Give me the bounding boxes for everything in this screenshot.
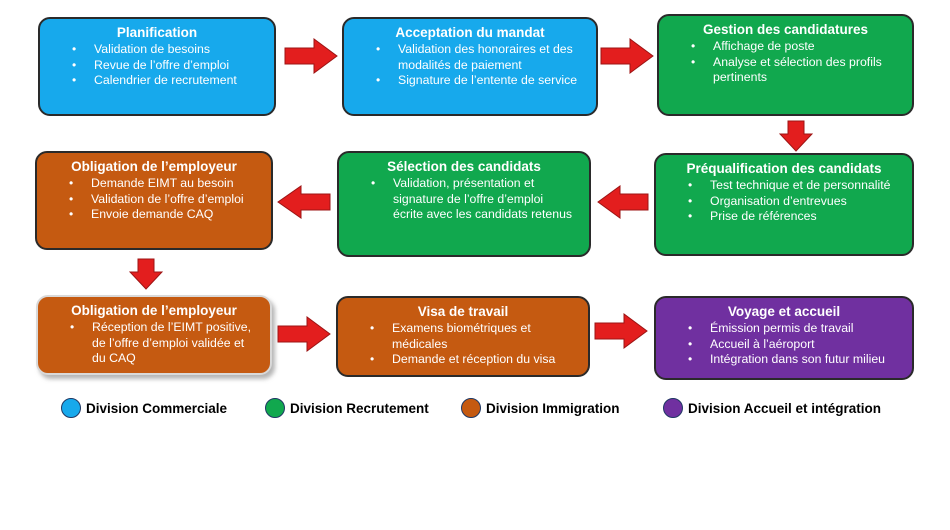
step-title: Gestion des candidatures — [702, 22, 869, 37]
step-item: Envoie demande CAQ — [69, 207, 257, 223]
step-list: Réception de l’EIMT positive, de l’offre… — [52, 320, 256, 367]
legend-item-immigration: Division Immigration — [461, 398, 620, 418]
legend-color-dot — [265, 398, 285, 418]
step-item: Test technique et de personnalité — [688, 178, 898, 194]
step-item: Examens biométriques et médicales — [370, 321, 574, 352]
step-title: Visa de travail — [417, 304, 509, 319]
step-item: Émission permis de travail — [688, 321, 898, 337]
arrow-right-icon — [277, 316, 331, 352]
step-title: Voyage et accueil — [727, 304, 841, 319]
step-gestion-candidatures: Gestion des candidatures Affichage de po… — [657, 14, 914, 116]
step-selection-candidats: Sélection des candidats Validation, prés… — [337, 151, 591, 257]
step-title: Obligation de l’employeur — [71, 159, 237, 174]
legend-item-recrutement: Division Recrutement — [265, 398, 429, 418]
legend-label: Division Immigration — [486, 400, 620, 416]
step-list: Validation, présentation et signature de… — [353, 176, 575, 223]
step-item: Demande et réception du visa — [370, 352, 574, 368]
legend-label: Division Accueil et intégration — [688, 400, 882, 416]
step-item: Validation des honoraires et des modalit… — [376, 42, 582, 73]
legend-item-accueil-integration: Division Accueil et intégration — [663, 398, 881, 418]
step-title: Obligation de l’employeur — [71, 303, 237, 318]
step-title: Sélection des candidats — [387, 159, 541, 174]
legend-label: Division Commerciale — [86, 400, 228, 416]
step-obligation-employeur-1: Obligation de l’employeur Demande EIMT a… — [35, 151, 273, 250]
step-item: Analyse et sélection des profils pertine… — [691, 55, 898, 86]
step-item: Validation, présentation et signature de… — [371, 176, 575, 223]
step-item: Réception de l’EIMT positive, de l’offre… — [70, 320, 256, 367]
step-list: Affichage de poste Analyse et sélection … — [673, 39, 898, 86]
step-list: Test technique et de personnalité Organi… — [670, 178, 898, 225]
step-voyage-accueil: Voyage et accueil Émission permis de tra… — [654, 296, 914, 380]
step-list: Émission permis de travail Accueil à l’a… — [670, 321, 898, 368]
step-title: Préqualification des candidats — [686, 161, 882, 176]
legend-color-dot — [663, 398, 683, 418]
step-acceptation-mandat: Acceptation du mandat Validation des hon… — [342, 17, 598, 116]
step-list: Demande EIMT au besoin Validation de l’o… — [51, 176, 257, 223]
step-prequalification-candidats: Préqualification des candidats Test tech… — [654, 153, 914, 256]
arrow-left-icon — [277, 185, 331, 219]
step-item: Affichage de poste — [691, 39, 898, 55]
step-list: Validation de besoins Revue de l’offre d… — [54, 42, 260, 89]
step-list: Examens biométriques et médicales Demand… — [352, 321, 574, 368]
step-item: Calendrier de recrutement — [72, 73, 260, 89]
arrow-right-icon — [600, 38, 654, 74]
legend-label: Division Recrutement — [290, 400, 429, 416]
step-planification: Planification Validation de besoins Revu… — [38, 17, 276, 116]
step-item: Validation de l’offre d’emploi — [69, 192, 257, 208]
legend: Division Commerciale Division Recrutemen… — [0, 398, 950, 422]
step-item: Organisation d’entrevues — [688, 194, 898, 210]
step-title: Planification — [116, 25, 198, 40]
step-item: Revue de l’offre d’emploi — [72, 58, 260, 74]
legend-color-dot — [61, 398, 81, 418]
arrow-right-icon — [284, 38, 338, 74]
arrow-left-icon — [597, 185, 649, 219]
step-item: Prise de références — [688, 209, 898, 225]
step-obligation-employeur-2: Obligation de l’employeur Réception de l… — [36, 295, 272, 375]
step-item: Intégration dans son futur milieu — [688, 352, 898, 368]
legend-item-commerciale: Division Commerciale — [61, 398, 227, 418]
legend-color-dot — [461, 398, 481, 418]
step-item: Validation de besoins — [72, 42, 260, 58]
step-item: Accueil à l’aéroport — [688, 337, 898, 353]
step-visa-travail: Visa de travail Examens biométriques et … — [336, 296, 590, 377]
step-item: Signature de l’entente de service — [376, 73, 582, 89]
step-item: Demande EIMT au besoin — [69, 176, 257, 192]
step-title: Acceptation du mandat — [395, 25, 545, 40]
step-list: Validation des honoraires et des modalit… — [358, 42, 582, 89]
arrow-down-icon — [129, 258, 163, 290]
arrow-right-icon — [594, 313, 648, 349]
arrow-down-icon — [779, 120, 813, 152]
